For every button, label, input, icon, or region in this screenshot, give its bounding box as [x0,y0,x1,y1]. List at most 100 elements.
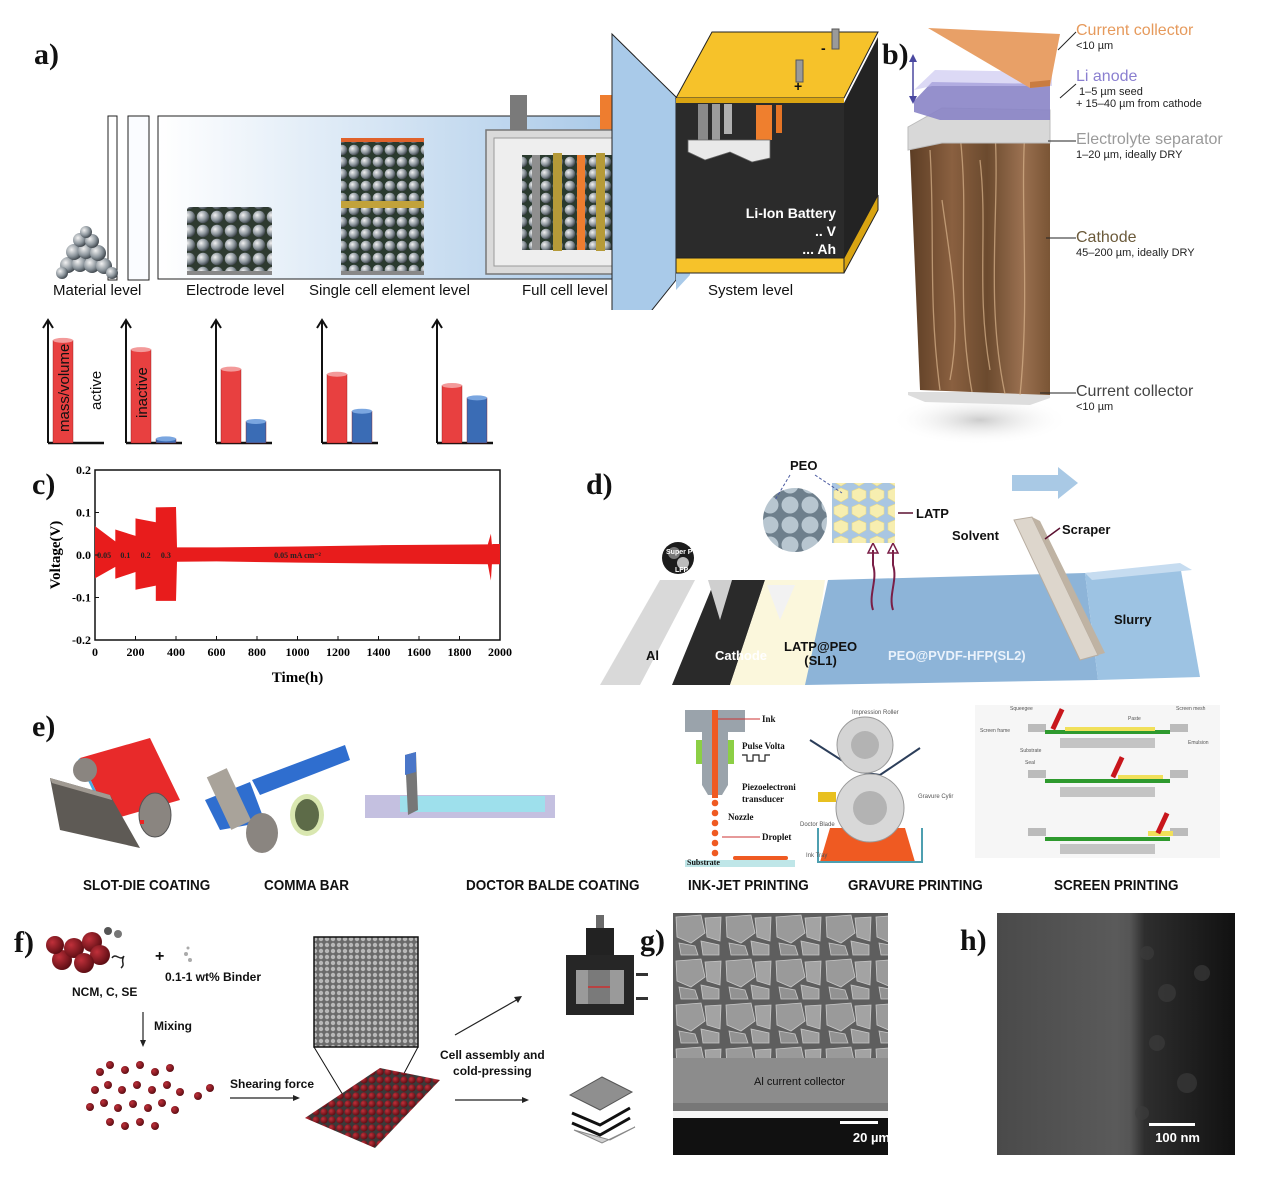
bar-cap-inactive [156,436,176,442]
inkjet-label-nozzle: Nozzle [728,812,754,822]
layer-cathode: Cathode 45–200 µm, ideally DRY [1076,229,1195,259]
sl2-layer [805,573,1098,685]
layer-detail: <10 µm [1076,401,1114,413]
label-slurry: Slurry [1114,612,1152,627]
slot-die-illustration [50,738,180,848]
y-axis-label: Voltage(V) [48,521,64,590]
bar-active [441,385,463,444]
sem-annotation-al-collector: Al current collector [754,1076,846,1088]
battery-minus-sign: - [821,40,826,56]
y-tick-label: 0.1 [76,506,91,520]
label-peo: PEO [790,458,818,473]
cathode-layer [672,580,765,685]
label-latp: LATP [916,506,949,521]
current-density-annotation: 0.2 [141,551,151,560]
bar-active [220,368,242,444]
inkjet-label-ink: Ink [762,714,776,724]
method-caption-ink-jet: INK-JET PRINTING [688,877,809,894]
latp-magnified-square [832,483,895,543]
label-super-p: Super P [666,549,693,556]
sem-scale-label: 20 µm [852,1130,890,1145]
bar-inactive [351,410,373,444]
x-tick-label: 1600 [407,645,431,659]
bar-inactive [245,421,267,444]
x-tick-label: 600 [208,645,226,659]
bar-cap-active [442,383,462,389]
screen-label-substrate: Substrate [1020,748,1042,754]
gravure-label-tray: Ink Tray [806,853,828,859]
layer-detail: 45–200 µm, ideally DRY [1076,247,1195,259]
mixed-particle-cluster [86,1061,214,1130]
scale-bar-20um [840,1121,878,1124]
cathode-magnified-circle [763,488,827,552]
method-caption-comma-bar: COMMA BAR [264,877,349,894]
coating-methods-illustrations [50,705,1220,867]
layer-name: Current collector [1076,22,1194,39]
panel-b-leader-lines [1040,31,1077,394]
terminal-positive [795,59,804,83]
material-particles-pile [56,226,118,279]
method-caption-gravure: GRAVURE PRINTING [848,877,983,894]
axis-arrow-icon [316,318,328,329]
doctor-blade-illustration [365,752,555,818]
inkjet-label-substrate: Substrate [687,858,720,867]
li-anode-layer [914,82,1050,120]
layer-detail: <10 µm [1076,40,1114,52]
label-sl1-line2: (SL1) [804,653,837,668]
bar-cap-active [221,366,241,372]
y-tick-label: -0.2 [72,633,91,647]
x-tick-label: 400 [167,645,185,659]
pouch-cell-exploded [568,1076,636,1144]
label-cathode: Cathode [715,648,767,663]
layer-detail-2: + 15–40 µm from cathode [1076,98,1202,110]
label-plus: + [155,948,165,965]
solvent-arrow [870,550,876,611]
layer-name: Electrolyte separator [1076,131,1223,148]
x-tick-label: 1200 [326,645,350,659]
bar-cap-active [131,347,151,353]
solvent-arrow [890,550,896,611]
active-label: active [88,370,105,410]
label-cell-assembly-line2: cold-pressing [453,1064,532,1078]
screen-label-seal: Seal [1025,760,1036,766]
panel-e-label: e) [32,710,56,743]
cell-devices [566,915,648,1144]
y-tick-label: -0.1 [72,591,91,605]
gravure-label-doctor: Doctor Blade [800,822,835,828]
label-cell-assembly-line1: Cell assembly and [440,1048,545,1062]
current-density-annotation: 0.3 [161,551,171,560]
press-cell-device [566,915,648,1015]
bar-active [326,374,348,444]
inkjet-label-piezo: Piezoelectroni [742,782,796,792]
inkjet-label-transducer: transducer [742,794,784,804]
bar-cap-active [327,371,347,377]
battery-voltage: .. V [814,223,836,239]
mini-chart-0 [42,318,104,445]
mini-chart-3 [316,318,378,445]
label-sl1-line1: LATP@PEO [784,639,858,654]
sem-inset [313,936,419,1048]
dry-process-diagram [46,927,529,1148]
direction-arrow [1012,467,1078,499]
ncm-particles [46,927,125,973]
sem-cross-section-image [673,913,888,1155]
level-label-single-cell: Single cell element level [309,282,470,299]
axis-arrow-icon [431,318,443,329]
perspective-plane [611,32,677,310]
ink-jet-illustration [685,710,795,867]
axis-arrow-icon [210,318,222,329]
cathode-block [910,125,1050,395]
gravure-label-impression: Impression Roller [852,710,899,716]
x-tick-label: 800 [248,645,266,659]
panel-c-label: c) [32,468,56,501]
x-tick-label: 1400 [367,645,391,659]
layer-name: Cathode [1076,229,1137,246]
mini-chart-4 [431,318,493,445]
screen-label-frame: Screen frame [980,728,1011,734]
screen-label-paste: Paste [1128,716,1141,722]
screen-label-squeegee: Squeegee [1010,706,1033,712]
battery-capacity: ... Ah [802,241,836,257]
bar-cap-inactive [467,395,487,401]
screen-label-emulsion: Emulsion [1188,740,1209,746]
